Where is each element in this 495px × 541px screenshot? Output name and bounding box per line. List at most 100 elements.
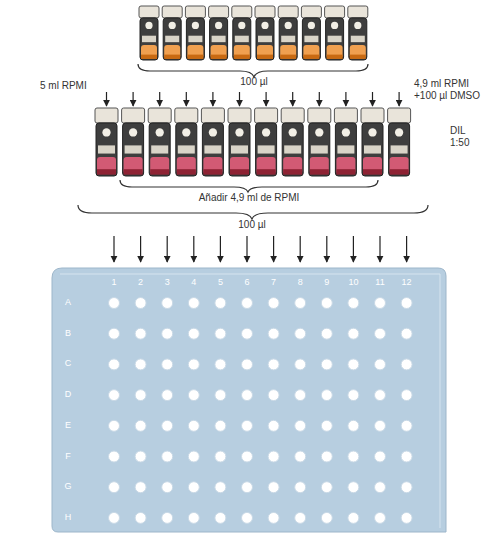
well: [188, 298, 199, 309]
well: [295, 512, 306, 523]
plate-index: 1: [111, 277, 116, 287]
arrow: [300, 236, 301, 262]
well: [375, 328, 386, 339]
tube: [201, 108, 224, 176]
well: [295, 328, 306, 339]
annotation: 100 µl: [240, 76, 267, 88]
well: [109, 512, 120, 523]
well: [268, 298, 279, 309]
tube: [361, 108, 384, 176]
annotation: Añadir 4,9 ml de RPMI: [199, 192, 300, 204]
well: [215, 298, 226, 309]
plate-index: 3: [165, 277, 170, 287]
arrow: [167, 236, 168, 262]
tube: [122, 108, 145, 176]
well: [242, 328, 253, 339]
plate-index: 9: [324, 277, 329, 287]
arrow: [372, 92, 373, 106]
tube: [388, 108, 411, 176]
well: [109, 451, 120, 462]
arrow: [186, 92, 187, 106]
well: [215, 390, 226, 401]
plate-index: E: [65, 420, 71, 430]
tube: [139, 6, 159, 60]
well: [348, 298, 359, 309]
well: [162, 298, 173, 309]
well: [215, 359, 226, 370]
well: [268, 328, 279, 339]
arrow: [406, 236, 407, 262]
annotation: 100 µl: [238, 219, 265, 231]
plate-index: B: [65, 328, 71, 338]
well: [295, 451, 306, 462]
plate-index: C: [65, 358, 72, 368]
well: [375, 359, 386, 370]
well: [135, 298, 146, 309]
tube: [348, 6, 368, 60]
well: [109, 328, 120, 339]
plate-index: D: [65, 389, 72, 399]
arrow: [113, 236, 114, 262]
well: [135, 512, 146, 523]
arrow: [212, 92, 213, 106]
well: [321, 390, 332, 401]
plate-index: 6: [244, 277, 249, 287]
arrow: [239, 92, 240, 106]
well: [401, 328, 412, 339]
annotation: 5 ml RPMI: [40, 80, 87, 92]
tube: [255, 108, 278, 176]
well: [135, 328, 146, 339]
well: [188, 482, 199, 493]
well: [215, 512, 226, 523]
well: [109, 482, 120, 493]
well: [268, 420, 279, 431]
well: [109, 298, 120, 309]
well: [135, 359, 146, 370]
plate-index: A: [65, 297, 71, 307]
well: [135, 390, 146, 401]
tube: [301, 6, 321, 60]
well: [401, 420, 412, 431]
well: [321, 328, 332, 339]
tube: [232, 6, 252, 60]
tube: [281, 108, 304, 176]
well: [188, 451, 199, 462]
well: [375, 390, 386, 401]
tube: [162, 6, 182, 60]
arrow: [353, 236, 354, 262]
well: [295, 390, 306, 401]
annotation: DIL 1:50: [450, 125, 480, 148]
well: [215, 451, 226, 462]
well: [321, 451, 332, 462]
tube: [255, 6, 275, 60]
well: [162, 420, 173, 431]
plate-index: F: [65, 451, 71, 461]
well: [188, 390, 199, 401]
tube: [95, 108, 118, 176]
well: [188, 420, 199, 431]
well: [401, 512, 412, 523]
well: [215, 482, 226, 493]
tube: [308, 108, 331, 176]
well: [401, 482, 412, 493]
well: [242, 390, 253, 401]
well: [162, 482, 173, 493]
well: [375, 420, 386, 431]
plate-index: 2: [138, 277, 143, 287]
well: [375, 512, 386, 523]
arrow: [220, 236, 221, 262]
arrow: [326, 236, 327, 262]
well: [295, 298, 306, 309]
well: [242, 420, 253, 431]
bracket: [138, 64, 368, 77]
tube: [148, 108, 171, 176]
well: [375, 298, 386, 309]
well: [348, 482, 359, 493]
well: [321, 298, 332, 309]
arrow: [319, 92, 320, 106]
well: [375, 482, 386, 493]
microplate: [52, 268, 446, 532]
well: [321, 359, 332, 370]
well: [109, 359, 120, 370]
